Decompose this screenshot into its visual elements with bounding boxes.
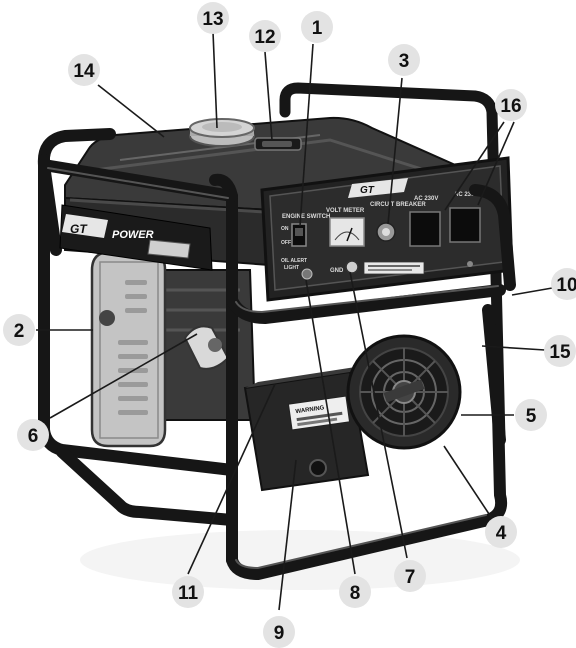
callout-1: 1: [301, 11, 333, 43]
callout-number: 9: [274, 623, 285, 644]
leader-lines: [36, 31, 559, 611]
callout-2: 2: [3, 314, 35, 346]
callout-16: 16: [495, 89, 527, 121]
callout-number: 3: [399, 51, 410, 72]
callout-11: 11: [172, 576, 204, 608]
callout-number: 5: [526, 406, 537, 427]
leader-16b: [477, 121, 515, 206]
air-filter-housing: [90, 250, 167, 448]
ac-socket-right-label: AC 230V: [454, 192, 478, 198]
callout-bubble: [388, 44, 420, 76]
callout-8: 8: [339, 576, 371, 608]
callout-bubble: [394, 560, 426, 592]
ac-socket-left-label: AC 230V: [414, 196, 438, 202]
callout-bubble: [197, 2, 229, 34]
gnd-label: GND: [330, 268, 344, 274]
callout-3: 3: [388, 44, 420, 76]
callout-number: 14: [73, 61, 95, 82]
callout-9: 9: [263, 616, 295, 648]
callout-bubble: [3, 314, 35, 346]
volt-meter-label: VOLT METER: [326, 208, 365, 214]
frame-brand-word: POWER: [112, 229, 154, 241]
callout-13: 13: [197, 2, 229, 34]
callout-number: 10: [556, 275, 576, 296]
callout-bubble: [68, 54, 100, 86]
callout-number: 11: [178, 583, 199, 604]
leader-10: [511, 286, 559, 296]
callout-number: 4: [496, 523, 507, 544]
leader-11: [187, 383, 276, 575]
callout-7: 7: [394, 560, 426, 592]
leader-9: [278, 459, 297, 611]
callout-bubble: [551, 268, 576, 300]
engine-switch-on: ON: [281, 226, 289, 232]
callout-bubble: [515, 399, 547, 431]
frame-brand-band: GT POWER: [59, 204, 213, 271]
leader-14: [97, 84, 165, 138]
callout-12: 12: [249, 20, 281, 52]
oil-alert-light: [301, 268, 313, 280]
callout-4: 4: [485, 516, 517, 548]
callout-bubble: [263, 616, 295, 648]
callout-number: 7: [405, 567, 416, 588]
leader-13: [212, 31, 218, 129]
leader-16a: [444, 121, 505, 211]
callout-6: 6: [17, 419, 49, 451]
engine-switch-off: OFF: [281, 240, 291, 246]
callout-10: 10: [551, 268, 576, 300]
callout-bubble: [301, 11, 333, 43]
callout-bubble: [544, 335, 576, 367]
leader-7: [349, 271, 408, 559]
ac-socket-right: [449, 207, 481, 243]
callout-number: 13: [202, 9, 223, 30]
alternator-housing: WARNING: [243, 366, 370, 492]
callout-number: 12: [254, 27, 275, 48]
callout-bubble: [172, 576, 204, 608]
callout-5: 5: [515, 399, 547, 431]
leader-12: [264, 51, 273, 141]
leader-1: [299, 43, 314, 227]
rear-frame-tube: [279, 82, 506, 446]
callout-number: 16: [500, 96, 521, 117]
callout-14: 14: [68, 54, 100, 86]
leader-15: [481, 345, 546, 351]
callout-bubble: [495, 89, 527, 121]
control-panel: GT ENGINE SWITCH ON OFF OIL ALERT LIGHT …: [260, 156, 514, 302]
gnd-terminal: [345, 260, 359, 274]
leader-8: [305, 279, 356, 575]
frame-brand-logo: GT: [70, 222, 88, 236]
callout-number: 1: [312, 18, 323, 39]
tube-frame: [37, 128, 516, 580]
fan-cover: [346, 334, 462, 450]
circuit-breaker-label: CIRCUIT BREAKER: [370, 202, 426, 208]
leader-4: [443, 445, 494, 521]
leader-6: [49, 333, 198, 419]
panel-brand-logo: GT: [360, 185, 375, 196]
callout-bubble: [485, 516, 517, 548]
callout-number: 15: [549, 342, 571, 363]
generator-illustration: WARNING GT ENGINE SWITCH ON OFF: [37, 82, 520, 590]
callout-number: 2: [14, 321, 25, 342]
volt-meter: [329, 217, 365, 247]
callout-bubble: [17, 419, 49, 451]
callout-number: 6: [28, 426, 39, 447]
warning-label-text: WARNING: [295, 405, 325, 415]
callout-bubble: [249, 20, 281, 52]
callout-bubble: [339, 576, 371, 608]
oil-alert-label-2: LIGHT: [284, 265, 299, 271]
leader-3: [387, 77, 403, 225]
engine-switch-label: ENGINE SWITCH: [282, 214, 330, 220]
callout-number: 8: [350, 583, 361, 604]
callout-15: 15: [544, 335, 576, 367]
ac-socket-left: [409, 211, 441, 247]
oil-alert-label: OIL ALERT: [281, 258, 307, 264]
